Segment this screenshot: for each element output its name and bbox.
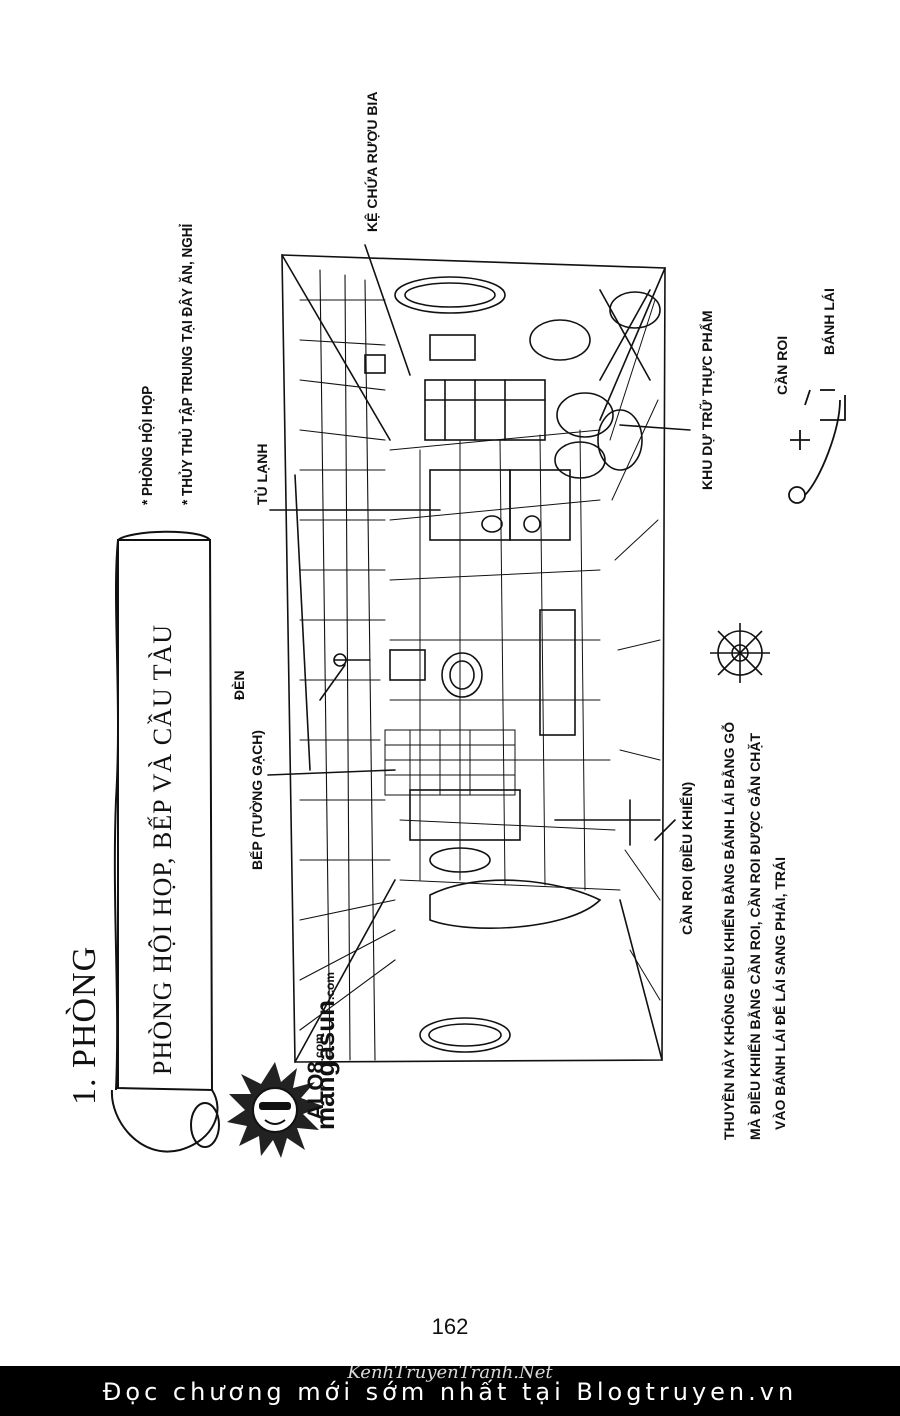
note-meeting-room: * PHÒNG HỘI HỌP (139, 385, 156, 505)
sun-logo-icon (227, 1062, 323, 1158)
site-logo (225, 1060, 325, 1160)
logo-mangasun-suffix: .com (323, 971, 337, 1000)
logo-mangasun: mangasun (310, 999, 340, 1130)
caption-line-1: THUYỀN NÀY KHÔNG ĐIỀU KHIỂN BẰNG BÁNH LÁ… (721, 721, 737, 1140)
label-wine-shelf: KỆ CHỨA RƯỢU BIA (364, 91, 380, 232)
note-crew: * THỦY THỦ TẬP TRUNG TẠI ĐÂY ĂN, NGHỈ (179, 223, 196, 506)
label-tiller-control: CẦN ROI (ĐIỀU KHIỂN) (679, 781, 695, 935)
caption-line-2: MÀ ĐIỀU KHIỂN BẰNG CẦN ROI, CẦN ROI ĐƯỢC… (747, 733, 763, 1140)
label-stove: BẾP (TƯỜNG GẠCH) (249, 730, 265, 870)
footer-watermark: KenhTruyenTranh.Net (347, 1362, 553, 1383)
label-fridge: TỦ LẠNH (254, 443, 270, 505)
label-rudder: BÁNH LÁI (821, 288, 837, 355)
footer-promo-text[interactable]: Đọc chương mới sớm nhất tại Blogtruyen.v… (102, 1378, 798, 1406)
chapter-title: 1. PHÒNG (66, 945, 103, 1105)
caption-line-3: VÀO BÁNH LÁI ĐỂ LÁI SANG PHẢI, TRÁI (772, 856, 788, 1130)
label-food-storage: KHU DỰ TRỮ THỰC PHẨM (699, 310, 715, 491)
label-tiller: CẦN ROI (774, 335, 790, 395)
logo-line-2: mangasun.com (310, 971, 340, 1130)
footer-bar: KenhTruyenTranh.Net Đọc chương mới sớm n… (0, 1362, 900, 1416)
label-lamp: ĐÈN (231, 670, 247, 700)
page-number: 162 (431, 1314, 469, 1339)
scroll-title: PHÒNG HỘI HỌP, BẾP VÀ CẦU TÀU (148, 623, 177, 1075)
